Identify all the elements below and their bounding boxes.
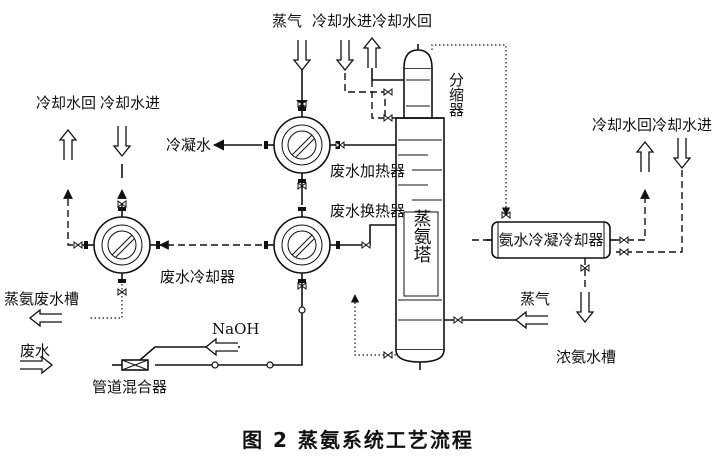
label-cw-out-right: 冷却水回 [592,116,652,134]
label-steam-top: 蒸气 [272,12,302,30]
label-ww-cooler: 废水冷却器 [160,268,235,286]
wastewater-exchanger [263,206,341,284]
cw-in-top-arrow [336,39,354,71]
label-condensate: 冷凝水 [166,136,211,154]
label-steam-right: 蒸气 [520,290,550,308]
dephlegmator [396,44,444,119]
ammonia-condenser-cooler [486,221,616,259]
ammonia-ww-tank-arrow [29,309,63,327]
tower-label: 蒸氨塔 [411,209,432,263]
ammonia-cooler-label: 氨水冷凝冷却器 [498,231,603,249]
label-cw-out-top: 冷却水回 [372,12,432,30]
figure-caption: 图 2 蒸氨系统工艺流程 [242,428,474,452]
label-ww-heater: 废水加热器 [330,162,405,180]
label-cw-in-top: 冷却水进 [312,12,372,30]
label-ammonia-ww-tank: 蒸氨废水槽 [4,290,79,308]
label-conc-ammonia-tank: 浓氨水槽 [556,348,616,366]
pipeline-mixer [121,359,149,371]
label-cw-out-left: 冷却水回 [36,94,96,112]
conc-ammonia-arrow [576,291,594,323]
label-pipeline-mixer: 管道混合器 [92,378,167,396]
cw-out-left-arrow [59,129,77,161]
label-cw-in-left: 冷却水进 [100,94,160,112]
cw-in-left-arrow [113,125,131,157]
naoh-arrow [205,338,239,356]
label-ww-exchanger: 废水换热器 [330,202,405,220]
label-wastewater: 废水 [20,342,50,360]
steam-right-arrow [515,311,549,329]
cw-in-right-arrow [673,137,691,169]
label-cw-in-right: 冷却水进 [652,116,712,134]
dephlegmator-label: 分缩器 [447,72,465,117]
steam-top-arrow [293,39,311,71]
wastewater-cooler [83,206,161,284]
label-naoh: NaOH [212,320,259,338]
cw-out-right-arrow [636,141,654,173]
cw-out-top-arrow [363,37,381,69]
wastewater-heater [263,106,341,184]
distillation-tower: 蒸氨塔 [395,117,445,370]
